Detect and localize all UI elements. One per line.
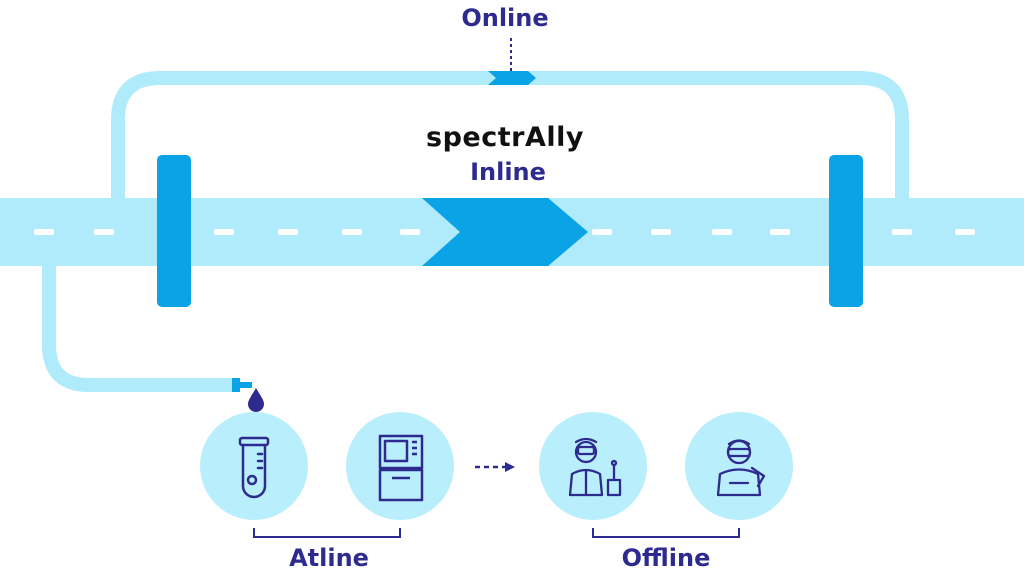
atline-label: Atline [289,544,369,572]
atline-circle-instrument [346,412,454,520]
scientist-microscope-icon [568,437,622,497]
pipe-center-dashes [34,229,975,235]
left-flange [157,155,191,307]
offline-circle-microscope [539,412,647,520]
online-label: Online [461,4,549,32]
atline-sample-pipe [42,262,240,392]
lab-instrument-icon [378,434,424,502]
atline-to-offline-arrow [475,462,515,472]
atline-circle-test-tube [200,412,308,520]
inline-label: Inline [470,158,546,186]
offline-label: Offline [621,544,711,572]
spectrally-logo: spectrAlly [426,122,584,153]
right-flange [829,155,863,307]
sample-tap-icon [232,378,252,392]
online-flow-marker [488,71,536,85]
test-tube-icon [238,436,270,499]
inline-flow-chevron [422,198,588,266]
atline-bracket [253,528,401,538]
droplet-icon [248,388,264,412]
offline-circle-goggles [685,412,793,520]
offline-bracket [592,528,740,538]
scientist-goggles-icon [716,439,766,497]
